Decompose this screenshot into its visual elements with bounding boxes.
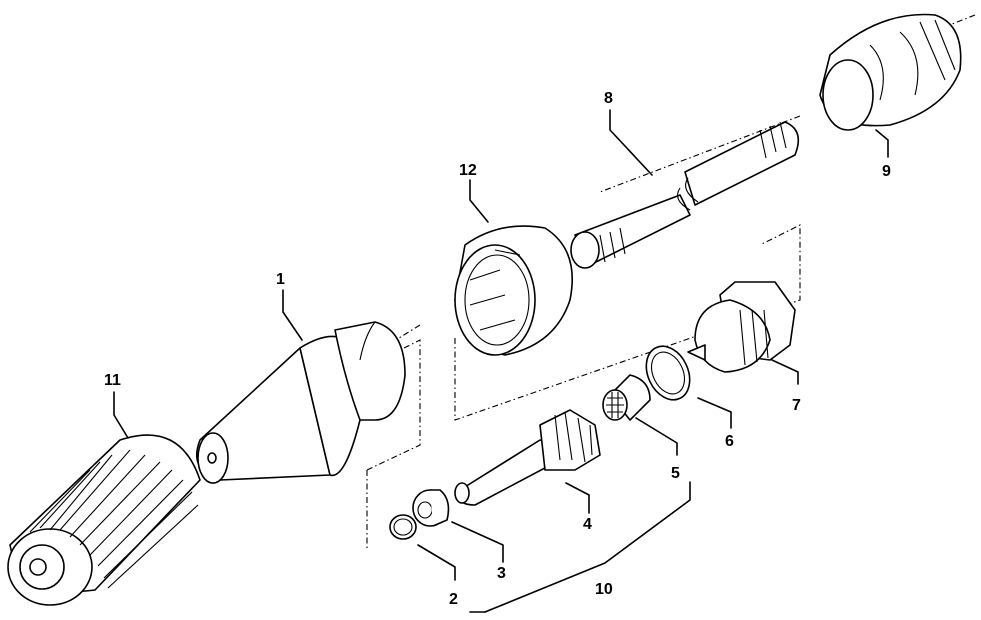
callout-10: 10 xyxy=(595,581,613,598)
callout-7: 7 xyxy=(792,397,801,414)
callout-3: 3 xyxy=(497,565,506,582)
callout-9: 9 xyxy=(882,163,891,180)
subassembly-box-right xyxy=(454,224,801,421)
callout-12: 12 xyxy=(459,162,477,179)
part-5-filter xyxy=(602,374,651,421)
callout-5: 5 xyxy=(671,465,680,482)
part-6-o-ring-inner xyxy=(650,351,686,395)
part-9-handle-nut xyxy=(819,13,962,131)
part-3-seat xyxy=(412,489,450,527)
part-8-lance-tube xyxy=(570,121,800,269)
leader-lines xyxy=(113,109,889,613)
part-11-outer-cone xyxy=(7,434,201,606)
part-7-hex-fitting xyxy=(687,281,796,373)
callout-8: 8 xyxy=(604,90,613,107)
callout-6: 6 xyxy=(725,433,734,450)
subassembly-box-left xyxy=(366,339,421,548)
callout-4: 4 xyxy=(583,516,592,533)
part-12-housing-cap xyxy=(454,225,573,356)
callout-1: 1 xyxy=(276,271,285,288)
part-2-small-o-ring-inner xyxy=(393,518,413,536)
part-1-nozzle-body xyxy=(195,321,406,484)
part-6-o-ring xyxy=(645,345,691,401)
part-4-rotor-shaft xyxy=(454,409,601,506)
callout-2: 2 xyxy=(449,591,458,608)
callout-11: 11 xyxy=(104,372,121,389)
